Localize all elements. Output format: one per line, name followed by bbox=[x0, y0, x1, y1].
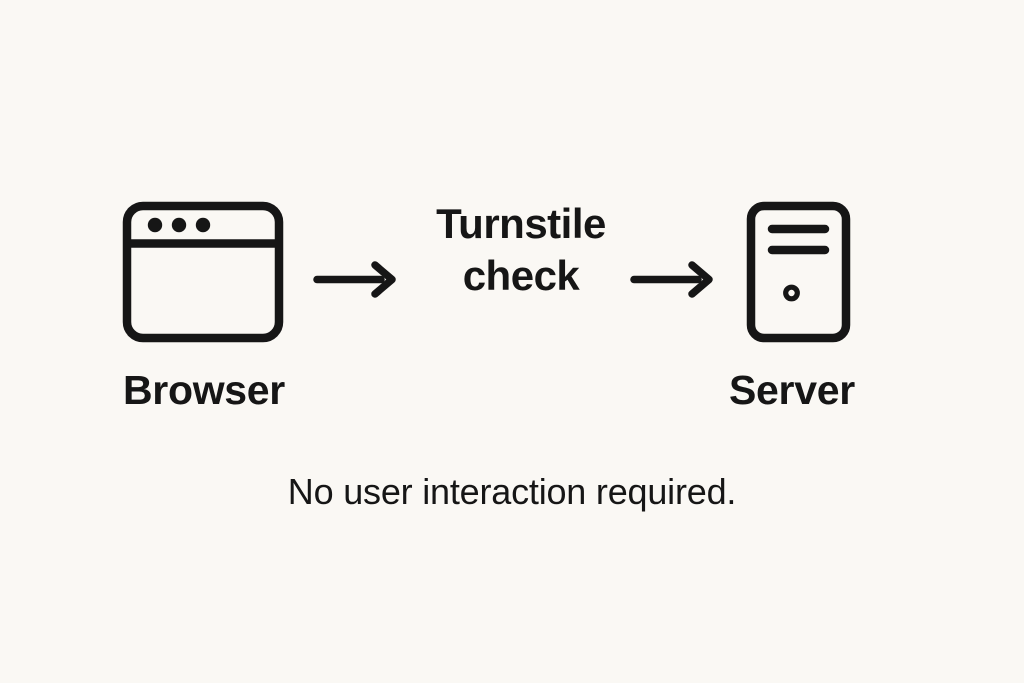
node-browser-label: Browser bbox=[123, 367, 285, 413]
node-server-label: Server bbox=[729, 367, 855, 413]
turnstile-check-line-2: check bbox=[462, 251, 580, 299]
node-server bbox=[742, 197, 855, 347]
node-browser bbox=[118, 197, 288, 347]
arrow-check-to-server bbox=[630, 261, 713, 298]
turnstile-check-label: Turnstile check bbox=[401, 198, 641, 301]
turnstile-check-line-1: Turnstile bbox=[436, 200, 606, 247]
browser-window-icon bbox=[122, 201, 284, 343]
diagram-caption: No user interaction required. bbox=[287, 471, 737, 512]
arrow-right-icon bbox=[313, 261, 396, 298]
arrow-browser-to-check bbox=[313, 261, 396, 298]
server-tower-icon bbox=[746, 201, 851, 343]
arrow-right-icon bbox=[630, 261, 713, 298]
